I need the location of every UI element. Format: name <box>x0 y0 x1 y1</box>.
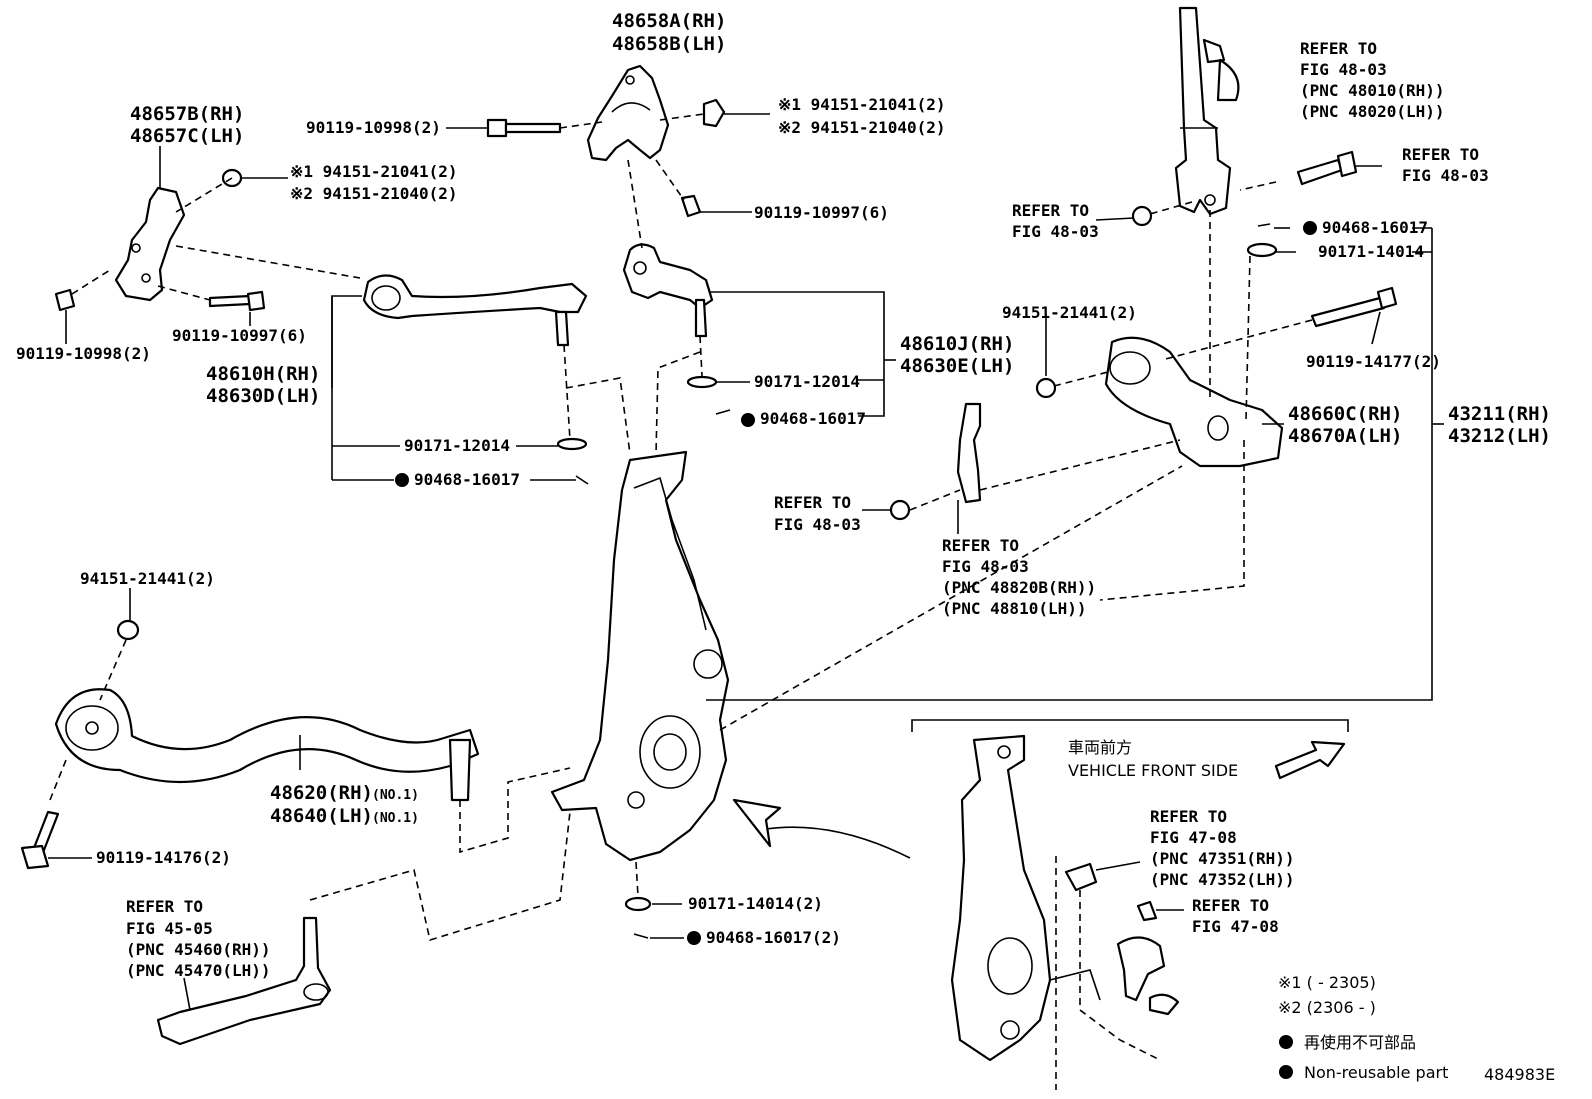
label-refer-strut-2: FIG 48-03 <box>1300 60 1387 79</box>
label-refer-sensor-3: (PNC 47351(RH)) <box>1150 849 1295 868</box>
legend-nonreusable-en: Non-reusable part <box>1304 1063 1448 1082</box>
label-refer-nut-strut-1: REFER TO <box>1012 201 1089 220</box>
label-bolt-left-a: 90119-10998(2) <box>16 344 151 363</box>
leader-lines <box>48 113 1444 1011</box>
label-refer-sensor-1: REFER TO <box>1150 807 1227 826</box>
label-bolt-14177: 90119-14177(2) <box>1306 352 1441 371</box>
label-nut-right: 90171-14014 <box>1318 242 1424 261</box>
label-refer-tie-rod-1: REFER TO <box>126 897 203 916</box>
label-refer-nut-strut-2: FIG 48-03 <box>1012 222 1099 241</box>
label-lower-front-arm-lh-no: (NO.1) <box>372 811 419 826</box>
label-upper-arm-front-rh: 48610J(RH) <box>900 333 1014 355</box>
label-nut-lower-left: 94151-21441(2) <box>80 569 215 588</box>
label-refer-stab-link-4: (PNC 48810(LH)) <box>942 599 1087 618</box>
nonreusable-dot-icon <box>395 473 409 487</box>
label-bolt-top-small: 90119-10997(6) <box>754 203 889 222</box>
label-nut-top-2: ※2 94151-21040(2) <box>778 118 946 137</box>
figure-id: 484983E <box>1484 1065 1555 1084</box>
label-lower-front-arm-lh: 48640(LH) <box>270 805 373 827</box>
upper-bracket-part <box>586 64 670 162</box>
lower-rear-arm-part <box>1104 336 1284 468</box>
label-lower-bracket-lh: 48657C(LH) <box>130 125 244 147</box>
upper-arm-front-part <box>622 243 714 338</box>
label-refer-strut-4: (PNC 48020(LH)) <box>1300 102 1445 121</box>
label-upper-arm-front-lh: 48630E(LH) <box>900 355 1014 377</box>
label-refer-tie-rod-3: (PNC 45460(RH)) <box>126 940 271 959</box>
label-nut-left-2: ※2 94151-21040(2) <box>290 184 458 203</box>
tie-rod-end-part <box>156 916 332 1046</box>
label-lower-front-arm-rh-no: (NO.1) <box>372 788 419 803</box>
inset-front-label-jp: 車両前方 <box>1068 738 1132 757</box>
nonreusable-dot-icon <box>687 931 701 945</box>
label-pin-left: 90468-16017 <box>414 470 520 489</box>
inset-front-label-en: VEHICLE FRONT SIDE <box>1068 761 1238 780</box>
label-refer-stab-link-2: FIG 48-03 <box>942 557 1029 576</box>
label-bolt-left-b: 90119-10997(6) <box>172 326 307 345</box>
label-upper-arm-rear-lh: 48630D(LH) <box>206 385 320 407</box>
label-bolt-top: 90119-10998(2) <box>306 118 441 137</box>
legend: ※1 ( - 2305) ※2 (2306 - ) 再使用不可部品 Non-re… <box>1278 973 1448 1082</box>
label-upper-bracket-lh: 48658B(LH) <box>612 33 726 55</box>
lower-bracket-part <box>114 186 186 302</box>
label-nut-left-1: ※1 94151-21041(2) <box>290 162 458 181</box>
steering-knuckle-part <box>550 450 730 862</box>
label-upper-arm-rear-rh: 48610H(RH) <box>206 363 320 385</box>
legend-dot-icon <box>1279 1035 1293 1049</box>
label-refer-sensor-4: (PNC 47352(LH)) <box>1150 870 1295 889</box>
strut-bolt-part <box>1296 150 1358 186</box>
label-refer-sensor-bolt-1: REFER TO <box>1192 896 1269 915</box>
legend-note-2: ※2 (2306 - ) <box>1278 998 1376 1017</box>
label-refer-stab-nut-2: FIG 48-03 <box>774 515 861 534</box>
label-nut-bottom: 90171-14014(2) <box>688 894 823 913</box>
legend-nonreusable-jp: 再使用不可部品 <box>1304 1033 1416 1052</box>
label-refer-bolt-2: FIG 48-03 <box>1402 166 1489 185</box>
label-refer-tie-rod-4: (PNC 45470(LH)) <box>126 961 271 980</box>
label-upper-bracket-rh: 48658A(RH) <box>612 10 726 32</box>
direction-arrow <box>732 798 911 859</box>
nonreusable-dot-icon <box>741 413 755 427</box>
label-lower-front-arm-rh: 48620(RH) <box>270 782 373 804</box>
label-pin-right: 90468-16017 <box>1322 218 1428 237</box>
nonreusable-dot-icon <box>1303 221 1317 235</box>
stabilizer-link-part <box>956 402 982 504</box>
label-lower-bracket-rh: 48657B(RH) <box>130 103 244 125</box>
label-refer-strut-3: (PNC 48010(RH)) <box>1300 81 1445 100</box>
label-refer-sensor-2: FIG 47-08 <box>1150 828 1237 847</box>
label-refer-sensor-bolt-2: FIG 47-08 <box>1192 917 1279 936</box>
label-pin-bottom: 90468-16017(2) <box>706 928 841 947</box>
upper-arm-rear-part <box>362 274 588 347</box>
label-knuckle-lh: 43212(LH) <box>1448 425 1551 447</box>
legend-dot-icon <box>1279 1065 1293 1079</box>
inset-view <box>911 719 1349 1090</box>
label-bolt-14176: 90119-14176(2) <box>96 848 231 867</box>
label-refer-strut-1: REFER TO <box>1300 39 1377 58</box>
label-refer-bolt-1: REFER TO <box>1402 145 1479 164</box>
part-labels: 48658A(RH) 48658B(LH) 90119-10998(2) ※1 … <box>16 10 1551 980</box>
strut-assembly-part <box>1174 6 1240 216</box>
label-pin-mid: 90468-16017 <box>760 409 866 428</box>
lower-arm-bolt-part <box>20 810 60 870</box>
label-refer-stab-nut-1: REFER TO <box>774 493 851 512</box>
label-washer-mid: 90171-12014 <box>754 372 860 391</box>
label-refer-stab-link-1: REFER TO <box>942 536 1019 555</box>
label-refer-stab-link-3: (PNC 48820B(RH)) <box>942 578 1096 597</box>
label-lower-rear-arm-lh: 48670A(LH) <box>1288 425 1402 447</box>
label-nut-94151: 94151-21441(2) <box>1002 303 1137 322</box>
hardware-parts <box>54 98 1398 939</box>
legend-note-1: ※1 ( - 2305) <box>1278 973 1376 992</box>
label-refer-tie-rod-2: FIG 45-05 <box>126 919 213 938</box>
label-lower-rear-arm-rh: 48660C(RH) <box>1288 403 1402 425</box>
lower-front-arm-part <box>54 688 480 802</box>
label-washer-left: 90171-12014 <box>404 436 510 455</box>
label-nut-top-1: ※1 94151-21041(2) <box>778 95 946 114</box>
label-knuckle-rh: 43211(RH) <box>1448 403 1551 425</box>
